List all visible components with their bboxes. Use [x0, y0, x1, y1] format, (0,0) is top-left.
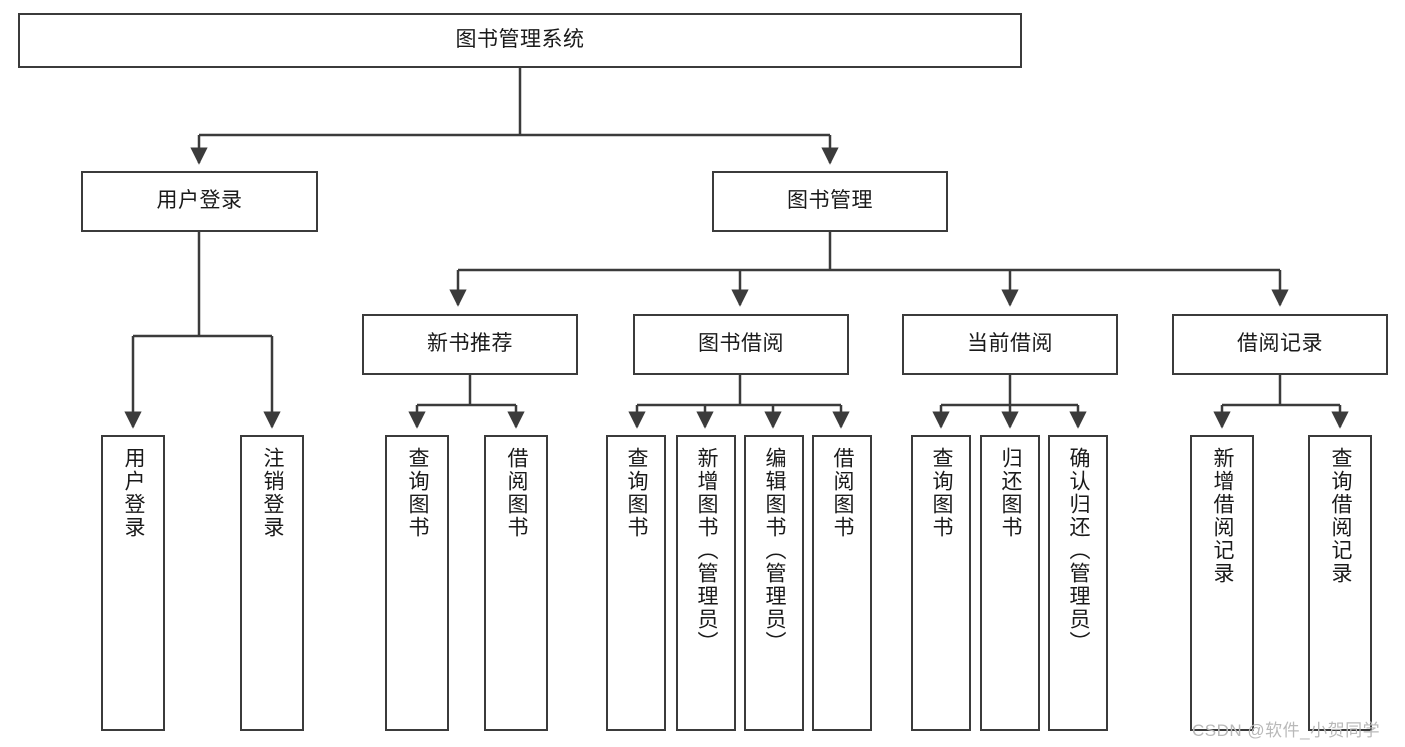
node-root[interactable]: 图书管理系统	[18, 13, 1022, 68]
node-borrow-record-label: 借阅记录	[1237, 332, 1323, 356]
node-current-borrow[interactable]: 当前借阅	[902, 314, 1118, 375]
node-leaf-user-login-label: 用户登录	[122, 447, 146, 539]
node-leaf-bb-edit-book[interactable]: 编辑图书（管理员）	[744, 435, 804, 731]
node-leaf-cb-query-book-label: 查询图书	[930, 447, 954, 539]
node-user-login[interactable]: 用户登录	[81, 171, 318, 232]
node-leaf-br-add-record[interactable]: 新增借阅记录	[1190, 435, 1254, 731]
node-leaf-bb-add-book[interactable]: 新增图书（管理员）	[676, 435, 736, 731]
node-leaf-user-login[interactable]: 用户登录	[101, 435, 165, 731]
node-root-label: 图书管理系统	[455, 28, 585, 52]
node-leaf-br-query-record-label: 查询借阅记录	[1329, 447, 1353, 585]
node-leaf-cb-return-book[interactable]: 归还图书	[980, 435, 1040, 731]
node-leaf-br-query-record[interactable]: 查询借阅记录	[1308, 435, 1372, 731]
node-current-borrow-label: 当前借阅	[967, 332, 1053, 356]
node-book-borrow-label: 图书借阅	[698, 332, 784, 356]
node-leaf-cb-confirm-return[interactable]: 确认归还（管理员）	[1048, 435, 1108, 731]
node-leaf-bb-borrow-book-label: 借阅图书	[831, 447, 855, 539]
node-leaf-br-add-record-label: 新增借阅记录	[1211, 447, 1235, 585]
node-book-borrow[interactable]: 图书借阅	[633, 314, 849, 375]
node-leaf-cb-confirm-return-label: 确认归还（管理员）	[1067, 447, 1091, 654]
node-leaf-bb-query-book[interactable]: 查询图书	[606, 435, 666, 731]
node-book-manage[interactable]: 图书管理	[712, 171, 948, 232]
watermark: CSDN @软件_小贺同学	[1192, 721, 1381, 740]
node-leaf-logout-label: 注销登录	[261, 447, 285, 539]
node-leaf-logout[interactable]: 注销登录	[240, 435, 304, 731]
node-leaf-rec-query-book-label: 查询图书	[406, 447, 430, 539]
node-leaf-rec-borrow-book[interactable]: 借阅图书	[484, 435, 548, 731]
node-leaf-bb-borrow-book[interactable]: 借阅图书	[812, 435, 872, 731]
node-leaf-bb-edit-book-label: 编辑图书（管理员）	[763, 447, 787, 654]
node-leaf-rec-query-book[interactable]: 查询图书	[385, 435, 449, 731]
node-new-book-recommendation-label: 新书推荐	[427, 332, 513, 356]
node-leaf-bb-query-book-label: 查询图书	[625, 447, 649, 539]
node-user-login-label: 用户登录	[156, 189, 243, 213]
node-book-manage-label: 图书管理	[787, 189, 873, 213]
node-new-book-recommendation[interactable]: 新书推荐	[362, 314, 578, 375]
node-leaf-rec-borrow-book-label: 借阅图书	[505, 447, 529, 539]
node-leaf-cb-return-book-label: 归还图书	[999, 447, 1023, 539]
node-borrow-record[interactable]: 借阅记录	[1172, 314, 1388, 375]
node-leaf-bb-add-book-label: 新增图书（管理员）	[695, 447, 719, 654]
node-leaf-cb-query-book[interactable]: 查询图书	[911, 435, 971, 731]
